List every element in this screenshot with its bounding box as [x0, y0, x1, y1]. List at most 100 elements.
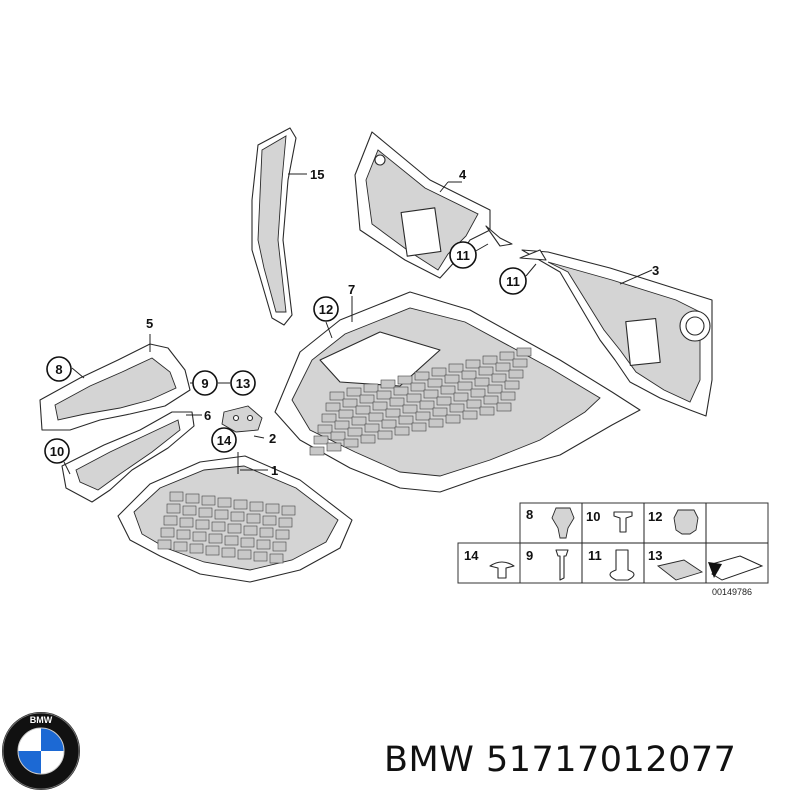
part-2-plate: [221, 405, 263, 433]
label-2: 2: [269, 431, 276, 446]
fastener-14-icon: [489, 561, 515, 579]
grid-cell: [227, 523, 242, 534]
grid-cell: [249, 501, 264, 512]
grid-cell: [376, 390, 392, 400]
grid-cell: [205, 545, 220, 556]
grid-cell: [321, 413, 337, 423]
legend-num-14: 14: [464, 548, 479, 563]
grid-cell: [208, 533, 223, 544]
grid-cell: [423, 389, 439, 399]
part-6-bracket: [61, 411, 195, 503]
grid-cell: [504, 380, 520, 390]
grid-cell: [278, 517, 293, 528]
grid-cell: [185, 493, 200, 504]
grid-cell: [448, 363, 464, 373]
label-1: 1: [271, 463, 278, 478]
grid-cell: [499, 351, 515, 361]
grid-cell: [427, 378, 443, 388]
grid-cell: [432, 407, 448, 417]
grid-cell: [487, 384, 503, 394]
leader-lines: [63, 173, 653, 475]
svg-text:9: 9: [201, 376, 208, 391]
grid-cell: [449, 403, 465, 413]
grid-cell: [189, 543, 204, 554]
grid-cell: [346, 387, 362, 397]
svg-text:BMW: BMW: [30, 715, 53, 725]
label-3: 3: [652, 263, 659, 278]
grid-cell: [262, 515, 277, 526]
grid-cell: [440, 385, 456, 395]
grid-cell: [461, 370, 477, 380]
part-5-bracket: [39, 343, 191, 431]
svg-text:12: 12: [319, 302, 333, 317]
grid-cell: [516, 347, 532, 357]
legend-num-8: 8: [526, 507, 533, 522]
grid-cell: [265, 503, 280, 514]
grid-cell: [253, 551, 268, 562]
legend-num-9: 9: [526, 548, 533, 563]
grid-cell: [195, 519, 210, 530]
grid-cell: [478, 366, 494, 376]
grid-cell: [410, 382, 426, 392]
callout-9: 9: [192, 370, 218, 396]
grid-cell: [330, 431, 346, 441]
grid-cell: [256, 539, 271, 550]
svg-text:14: 14: [217, 433, 232, 448]
grid-cell: [343, 438, 359, 448]
callout-11-lower: 11: [499, 267, 527, 295]
fastener-12-icon: [673, 509, 699, 535]
grid-cell: [500, 391, 516, 401]
grid-cell: [326, 442, 342, 452]
grid-cell: [201, 495, 216, 506]
grid-cell: [360, 434, 376, 444]
grid-cell: [483, 395, 499, 405]
grid-cell: [198, 507, 213, 518]
grid-cell: [217, 497, 232, 508]
grid-cell: [436, 396, 452, 406]
grid-cell: [211, 521, 226, 532]
legend-num-11: 11: [588, 548, 602, 563]
grid-cell: [445, 414, 461, 424]
grid-cell: [224, 535, 239, 546]
grid-cell: [237, 549, 252, 560]
grid-cell: [157, 539, 172, 550]
part-4-panel: [354, 131, 513, 279]
grid-cell: [272, 541, 287, 552]
grid-cell: [397, 375, 413, 385]
legend-num-10: 10: [586, 509, 600, 524]
grid-cell: [246, 513, 261, 524]
fastener-10-icon: [613, 511, 633, 533]
grid-cell: [491, 373, 507, 383]
svg-text:11: 11: [456, 248, 470, 263]
grid-cell: [380, 379, 396, 389]
grid-cell: [182, 505, 197, 516]
callout-8: 8: [46, 356, 72, 382]
grid-cell: [363, 383, 379, 393]
grid-cell: [372, 401, 388, 411]
grid-cell: [192, 531, 207, 542]
fastener-legend: 8 10 12 14 9 11 13: [457, 502, 769, 584]
grid-cell: [243, 525, 258, 536]
grid-cell: [334, 420, 350, 430]
label-6: 6: [204, 408, 211, 423]
grid-cell: [465, 359, 481, 369]
part-7-grid: [309, 347, 532, 456]
grid-cell: [474, 377, 490, 387]
grid-cell: [166, 503, 181, 514]
grid-cell: [355, 405, 371, 415]
callout-11-upper: 11: [449, 241, 477, 269]
grid-cell: [230, 511, 245, 522]
grid-cell: [364, 423, 380, 433]
grid-cell: [329, 391, 345, 401]
grid-cell: [398, 415, 414, 425]
legend-num-13: 13: [648, 548, 662, 563]
grid-cell: [381, 419, 397, 429]
grid-cell: [309, 446, 325, 456]
grid-cell: [313, 435, 329, 445]
grid-cell: [496, 402, 512, 412]
grid-cell: [508, 369, 524, 379]
part-3-panel: [519, 249, 713, 417]
label-4: 4: [459, 167, 467, 182]
part-number-caption: BMW 51717012077: [384, 740, 737, 780]
